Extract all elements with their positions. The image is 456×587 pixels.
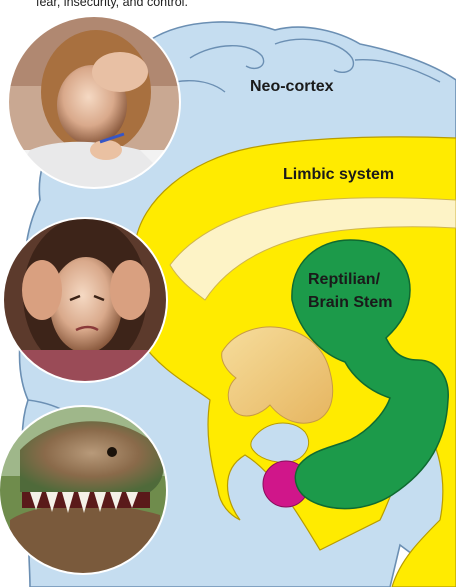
- reptilian-brain-stem-label: Reptilian/ Brain Stem: [308, 268, 418, 314]
- reptilian-label-line1: Reptilian/: [308, 268, 418, 291]
- reptilian-label-line2: Brain Stem: [308, 291, 418, 314]
- neo-cortex-label: Neo-cortex: [250, 78, 334, 96]
- limbic-system-label: Limbic system: [283, 166, 394, 184]
